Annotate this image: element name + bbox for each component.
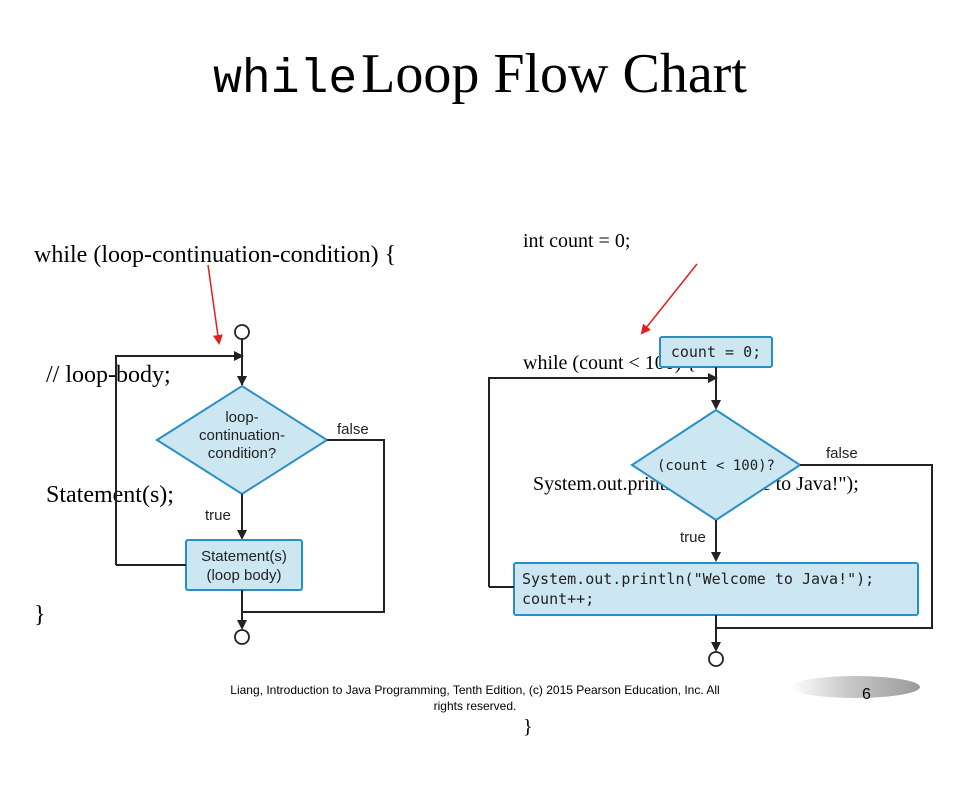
condition-line: continuation- <box>199 427 285 444</box>
left-code-line: while (loop-continuation-condition) { <box>34 242 397 268</box>
left-flowchart: loop- continuation- condition? false tru… <box>115 324 385 645</box>
condition-text: (count < 100)? <box>657 458 775 474</box>
right-flowchart: count = 0; (count < 100)? false true Sys… <box>488 336 933 667</box>
left-annotation-arrow <box>207 264 223 345</box>
footer-copyright: Liang, Introduction to Java Programming,… <box>190 682 760 714</box>
statement-line: (loop body) <box>206 567 281 584</box>
true-label: true <box>680 529 706 546</box>
start-node <box>234 324 250 340</box>
body-line: count++; <box>522 590 594 608</box>
title-text: Loop Flow Chart <box>361 43 747 105</box>
end-node <box>708 651 724 667</box>
false-label: false <box>826 445 858 462</box>
footer-line: Liang, Introduction to Java Programming,… <box>230 683 720 697</box>
right-code-line: int count = 0; <box>523 230 631 252</box>
false-label: false <box>337 421 369 438</box>
condition-line: condition? <box>208 445 276 462</box>
title-keyword: while <box>213 53 358 107</box>
page-number: 6 <box>862 686 871 703</box>
right-annotation-arrow <box>640 263 698 335</box>
init-text: count = 0; <box>671 343 761 361</box>
condition-line: loop- <box>225 409 258 426</box>
page-number-decoration <box>790 676 920 698</box>
left-code-line: } <box>34 602 46 628</box>
left-code-block: while (loop-continuation-condition) { //… <box>34 155 396 675</box>
true-label: true <box>205 507 231 524</box>
end-node <box>234 629 250 645</box>
left-code-line: Statement(s); <box>34 482 174 508</box>
body-line: System.out.println("Welcome to Java!"); <box>522 570 874 588</box>
slide-title: while Loop Flow Chart <box>0 42 960 107</box>
left-code-line: // loop-body; <box>34 362 171 388</box>
statement-line: Statement(s) <box>201 548 287 565</box>
footer-line: rights reserved. <box>433 699 517 713</box>
flowchart-canvas: loop- continuation- condition? false tru… <box>115 263 933 667</box>
